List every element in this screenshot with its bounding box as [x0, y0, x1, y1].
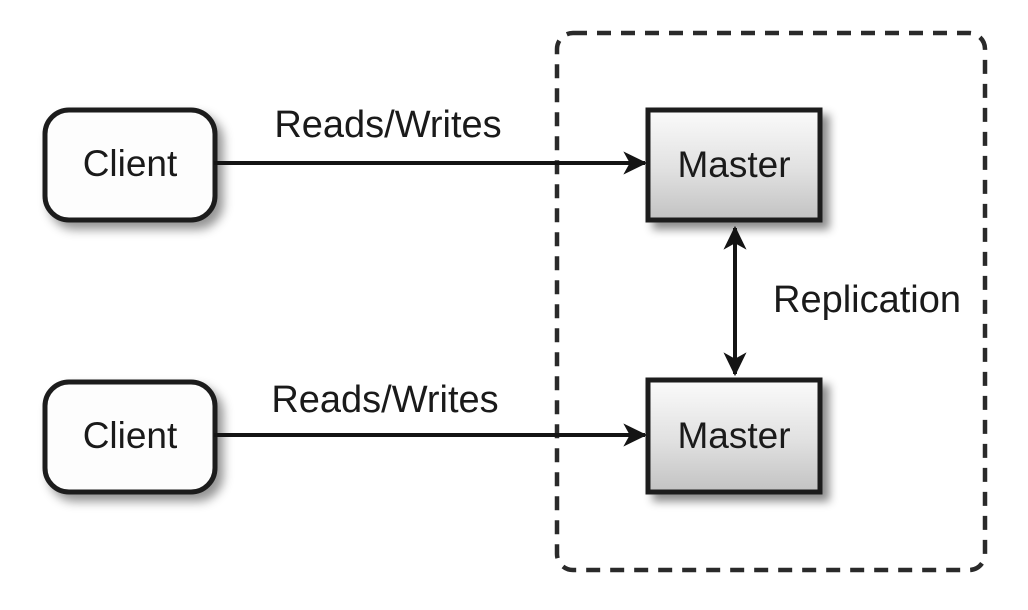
node-master-top[interactable]: Master — [645, 107, 823, 223]
master-top-shape — [645, 107, 823, 223]
master-bottom-shape — [645, 377, 823, 495]
master-cluster-boundary — [554, 30, 988, 573]
edge-label-reads-writes-bottom: Reads/Writes — [271, 379, 498, 421]
master-bottom-label: Master — [677, 415, 790, 456]
node-client-top[interactable]: Client — [42, 107, 218, 223]
master-top-label: Master — [677, 144, 790, 185]
edge-label-reads-writes-top: Reads/Writes — [274, 104, 501, 146]
client-bottom-label: Client — [83, 415, 178, 456]
node-master-bottom[interactable]: Master — [645, 377, 823, 495]
client-top-label: Client — [83, 143, 178, 184]
node-client-bottom[interactable]: Client — [42, 379, 218, 495]
edge-label-replication: Replication — [773, 279, 961, 321]
